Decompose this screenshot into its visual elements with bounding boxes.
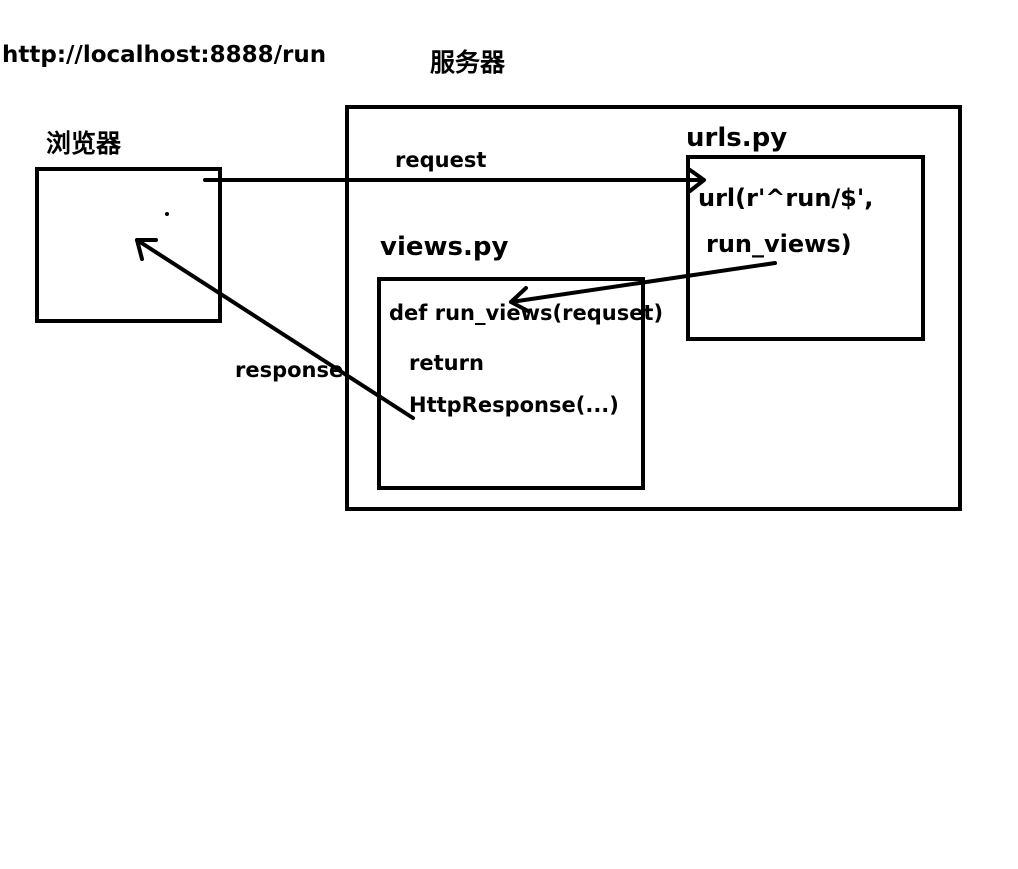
response-label: response xyxy=(235,358,344,382)
views-module-box xyxy=(377,277,645,490)
views-code-line3: HttpResponse(...) xyxy=(409,393,619,417)
dispatch-arrow xyxy=(509,261,777,313)
browser-cursor-dot xyxy=(165,212,169,216)
views-code-line2: return xyxy=(409,351,484,375)
server-title: 服务器 xyxy=(430,48,506,77)
url-label: http://localhost:8888/run xyxy=(2,42,327,68)
urls-module-title: urls.py xyxy=(686,123,788,153)
request-label: request xyxy=(395,148,487,172)
urls-module-box xyxy=(686,155,925,341)
browser-box xyxy=(35,167,222,323)
browser-title: 浏览器 xyxy=(46,129,122,158)
request-arrow xyxy=(203,168,706,193)
urls-code-line1: url(r'^run/$', xyxy=(698,184,874,212)
views-module-title: views.py xyxy=(380,232,509,262)
server-box xyxy=(345,105,962,511)
response-arrow xyxy=(135,238,415,420)
views-code-line1: def run_views(requset) xyxy=(389,301,664,325)
urls-code-line2: run_views) xyxy=(706,230,852,258)
